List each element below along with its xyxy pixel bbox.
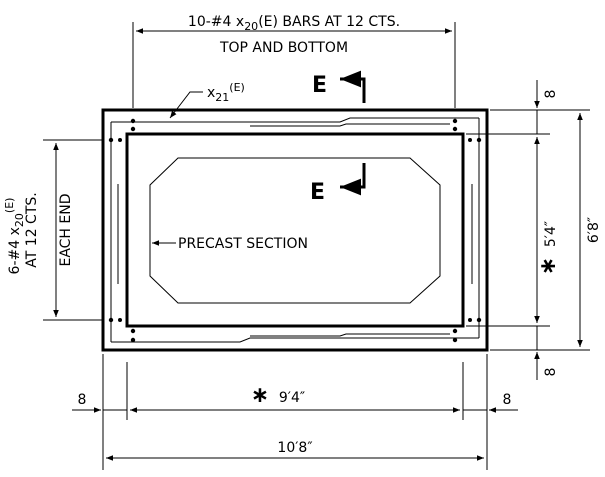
left-note-line2: AT 12 CTS. — [24, 192, 40, 267]
dim-right-top: 8 — [543, 90, 559, 99]
rebar-top-line — [111, 117, 479, 123]
dim-right-overall-height: 6′8″ — [586, 217, 602, 243]
left-note-line3: EACH END — [58, 193, 74, 266]
dim-bottom-right: 8 — [503, 392, 512, 408]
rebar-dot — [452, 328, 458, 334]
inner-rebar-top — [250, 123, 450, 127]
rebar-dot — [130, 328, 136, 334]
top-note-line1: 10-#4 x20(E) BARS AT 12 CTS. — [188, 14, 400, 33]
dim-bottom-inner-width-asterisk: ∗ — [251, 383, 269, 408]
corner-bar-leader — [169, 91, 203, 119]
precast-section-label: PRECAST SECTION — [178, 236, 308, 252]
rebar-dot — [476, 137, 482, 143]
rebar-dot — [130, 337, 136, 343]
dim-right-bottom: 8 — [543, 368, 559, 377]
rebar-dot — [108, 137, 114, 143]
precast-box-outline — [125, 132, 465, 328]
dim-bottom-overall-width: 10′8″ — [277, 440, 312, 456]
section-arrow-top — [340, 70, 366, 103]
top-note-line2: TOP AND BOTTOM — [219, 40, 348, 56]
dim-right-inner-height: 5′4″ — [543, 221, 559, 247]
rebar-dot — [468, 318, 472, 322]
rebar-dot — [452, 337, 458, 343]
section-arrow-bottom — [340, 163, 366, 196]
rebar-dot — [118, 318, 122, 322]
rebar-dot — [118, 138, 122, 142]
section-marker-top: E — [312, 73, 327, 98]
inner-rebar-bottom — [250, 333, 450, 337]
section-marker-bottom: E — [310, 180, 325, 205]
rebar-dot — [108, 317, 114, 323]
precast-opening — [149, 157, 441, 304]
outer-slab-outline — [101, 108, 489, 352]
rebar-dot — [468, 138, 472, 142]
dim-bottom-left: 8 — [78, 392, 87, 408]
rebar-bottom-line — [111, 337, 479, 343]
rebar-dot — [130, 118, 136, 124]
corner-bar-label: x21(E) — [207, 81, 245, 104]
dim-right-inner-height-asterisk: ∗ — [536, 257, 561, 275]
rebar-dots — [108, 118, 482, 343]
left-note-line1: 6-#4 x20(E) — [3, 198, 26, 275]
rebar-dot — [476, 317, 482, 323]
rebar-dot — [452, 126, 458, 132]
rebar-dot — [130, 126, 136, 132]
rebar-dot — [452, 118, 458, 124]
dim-bottom-inner-width: 9′4″ — [279, 390, 305, 406]
